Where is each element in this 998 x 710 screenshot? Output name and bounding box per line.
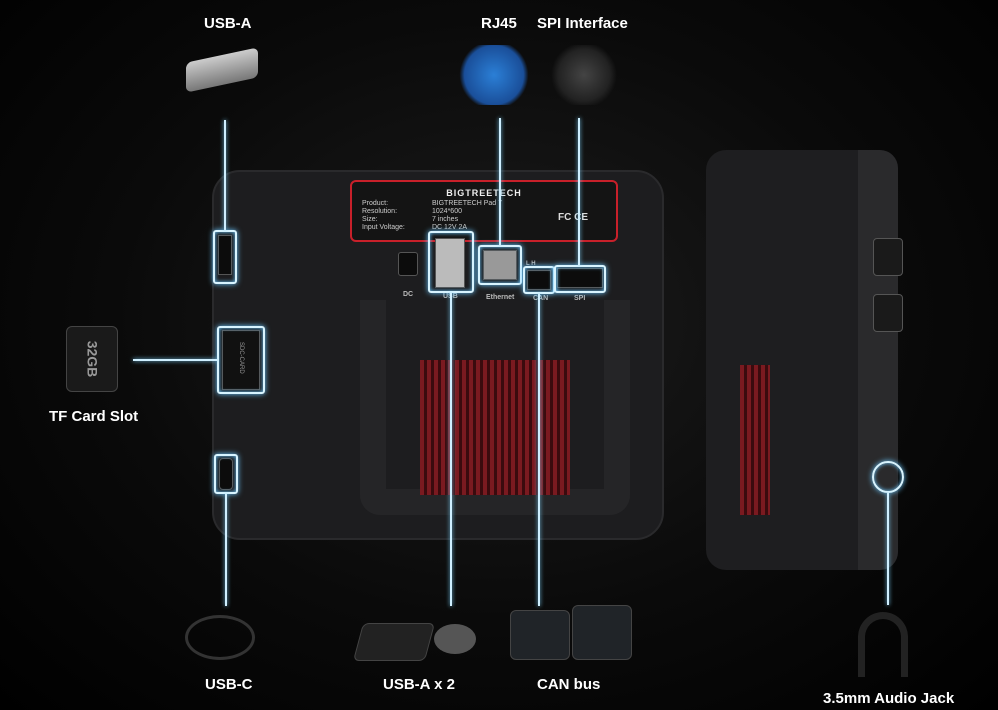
dc-jack [398,252,418,276]
usb-a-dual-port [435,238,465,288]
ethernet-port [483,250,517,280]
spec-key: Resolution: [362,208,398,215]
label-usb-a: USB-A [204,15,252,32]
can-board-icon-2 [572,605,632,660]
heatsink [420,360,570,495]
spec-value: DC 12V 2A [432,224,468,231]
side-usb-a-port [218,235,232,275]
spec-key: Size: [362,216,378,223]
highlight-spi [554,265,606,293]
label-usb-c: USB-C [205,676,253,693]
spi-module-icon [548,45,620,105]
line-usb-a-x2 [450,293,452,606]
line-spi [578,118,580,265]
highlight-usb-a [213,230,237,284]
side-heatsink [740,365,770,515]
label-rj45: RJ45 [481,15,517,32]
highlight-usb-a-x2 [428,231,474,293]
usb-c-cable-icon [185,615,255,660]
device-side-edge [858,150,898,570]
line-can [538,294,540,606]
port-label-can: CAN [533,295,549,302]
line-usb-a [224,120,226,230]
port-label-spi: SPI [574,295,586,302]
can-pin-labels: L H [526,261,536,267]
headphones-icon [858,612,908,677]
label-usb-a-x2: USB-A x 2 [383,676,455,693]
ethernet-cable-icon [455,45,533,105]
side-usb-c-port [219,458,233,490]
keyboard-icon [352,623,436,661]
spi-port [557,268,603,288]
label-tf-card-slot: TF Card Slot [49,408,139,425]
mouse-icon [434,624,476,654]
highlight-usb-c [214,454,238,494]
can-port [527,270,551,290]
port-label-dc: DC [403,291,414,298]
usb-a-stick-icon [186,47,258,93]
side-button-1 [873,238,903,276]
spec-value: 7 inches [432,216,459,223]
port-label-ethernet: Ethernet [486,294,515,301]
label-spi-interface: SPI Interface [537,15,628,32]
spec-value: BIGTREETECH Pad 7 [432,200,503,207]
spec-key: Input Voltage: [362,224,405,231]
can-board-icon [510,610,570,660]
cert-marks: FC CE [558,212,588,223]
side-button-2 [873,294,903,332]
line-audio [887,493,889,605]
brand-logo: BIGTREETECH [446,188,522,198]
line-usb-c [225,494,227,606]
spec-value: 1024*600 [432,208,462,215]
highlight-can [523,266,555,294]
label-audio-jack: 3.5mm Audio Jack [823,690,955,707]
highlight-tf-card [217,326,265,394]
highlight-rj45 [478,245,522,285]
spec-key: Product: [362,200,389,207]
label-can-bus: CAN bus [537,676,601,693]
sd-card-icon: 32GB [66,326,118,392]
tf-card-slot: SDC-CARD [222,330,260,390]
product-label-plate: BIGTREETECH Product: BIGTREETECH Pad 7 Re… [350,180,618,242]
highlight-audio-jack [872,461,904,493]
sd-card-capacity: 32GB [83,340,100,378]
line-rj45 [499,118,501,245]
line-tf-card [133,359,217,361]
